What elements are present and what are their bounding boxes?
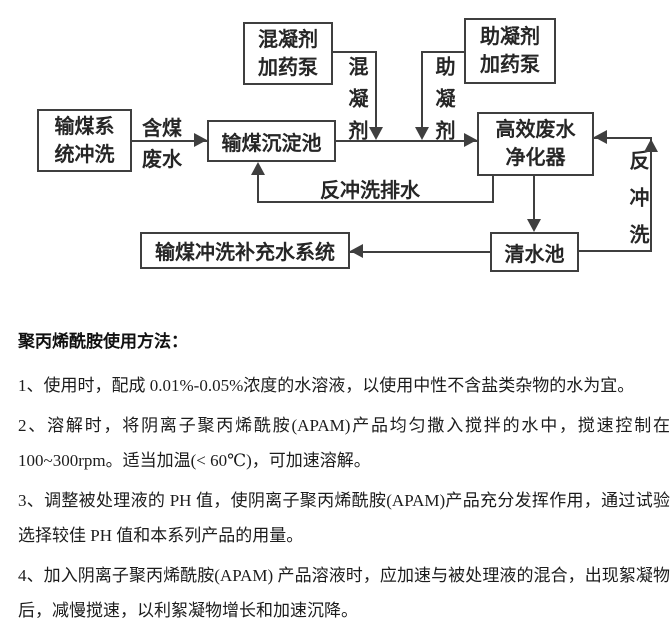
- line-coagulant-pump-out: [333, 51, 377, 53]
- line-drain-down: [492, 176, 494, 203]
- arrowhead-into-clearwater-icon: [527, 219, 541, 232]
- box-wastewater-purifier: 高效废水 净化器: [477, 112, 594, 176]
- box-makeup-water-system: 输煤冲洗补充水系统: [140, 232, 350, 269]
- box-clear-water-label: 清水池: [504, 243, 565, 266]
- line-backwash-riser: [650, 137, 652, 252]
- arrowhead-backwash-into-purifier-icon: [594, 130, 607, 144]
- box-coagulant-pump-line1: 混凝剂: [258, 28, 318, 51]
- line-drain-up: [257, 172, 259, 203]
- box-coagulant-aid-dosing-pump: 助凝剂 加药泵: [464, 18, 556, 84]
- arrowhead-into-sedimentation-icon: [194, 133, 207, 147]
- label-coal-wastewater-line2: 废水: [142, 149, 182, 171]
- box-purifier-line2: 净化器: [505, 147, 566, 169]
- line-coagulant-drop: [375, 51, 377, 129]
- label-coagulant-vertical: 混凝剂: [345, 56, 367, 152]
- instructions-title: 聚丙烯酰胺使用方法：: [18, 332, 188, 351]
- arrowhead-aid-down-icon: [415, 127, 429, 140]
- line-wash-to-sedimentation: [132, 140, 207, 142]
- label-backwash-drain: 反冲洗排水: [320, 180, 420, 202]
- arrowhead-into-makeup-icon: [350, 244, 363, 258]
- box-sedimentation-label: 输煤沉淀池: [221, 132, 322, 155]
- box-purifier-line1: 高效废水: [495, 119, 576, 141]
- box-coal-wash-system: 输煤系 统冲洗: [37, 109, 132, 172]
- box-aid-pump-line1: 助凝剂: [480, 26, 540, 48]
- arrowhead-riser-up-icon: [644, 139, 658, 152]
- label-backwash-vertical: 反冲洗: [626, 150, 648, 261]
- box-coagulant-dosing-pump: 混凝剂 加药泵: [243, 22, 333, 85]
- line-aid-drop: [421, 51, 423, 129]
- box-coal-wash-line2: 统冲洗: [54, 143, 115, 166]
- line-aid-pump-out: [421, 51, 464, 53]
- arrowhead-coagulant-down-icon: [369, 127, 383, 140]
- line-purifier-to-clearwater: [533, 176, 535, 222]
- line-drain-horizontal: [257, 201, 494, 203]
- instruction-item-4: 4、加入阴离子聚丙烯酰胺(APAM) 产品溶液时，应加速与被处理液的混合，出现絮…: [18, 566, 670, 620]
- label-coagulant-aid-vertical: 助凝剂: [432, 56, 454, 152]
- line-clearwater-to-makeup: [350, 251, 490, 253]
- arrowhead-into-purifier-icon: [464, 133, 477, 147]
- box-makeup-water-label: 输煤冲洗补充水系统: [155, 242, 335, 264]
- instruction-item-3: 3、调整被处理液的 PH 值，使阴离子聚丙烯酰胺(APAM)产品充分发挥作用，通…: [18, 491, 670, 545]
- line-sedimentation-to-purifier: [336, 140, 477, 142]
- line-clearwater-to-riser: [579, 250, 652, 252]
- instruction-item-1: 1、使用时，配成 0.01%-0.05%浓度的水溶液，以使用中性不含盐类杂物的水…: [18, 376, 635, 395]
- label-coal-wastewater-line1: 含煤: [142, 118, 182, 140]
- line-riser-to-purifier: [594, 137, 652, 139]
- instructions-section: 聚丙烯酰胺使用方法： 1、使用时，配成 0.01%-0.05%浓度的水溶液，以使…: [18, 331, 670, 630]
- box-coal-sedimentation-tank: 输煤沉淀池: [207, 120, 336, 162]
- box-clear-water-tank: 清水池: [490, 232, 579, 272]
- instruction-item-2: 2、溶解时，将阴离子聚丙烯酰胺(APAM)产品均匀撒入搅拌的水中，搅速控制在 1…: [18, 416, 670, 470]
- box-coal-wash-line1: 输煤系: [54, 115, 115, 138]
- arrowhead-drain-into-sedimentation-icon: [251, 162, 265, 175]
- box-aid-pump-line2: 加药泵: [480, 54, 540, 76]
- box-coagulant-pump-line2: 加药泵: [258, 56, 318, 79]
